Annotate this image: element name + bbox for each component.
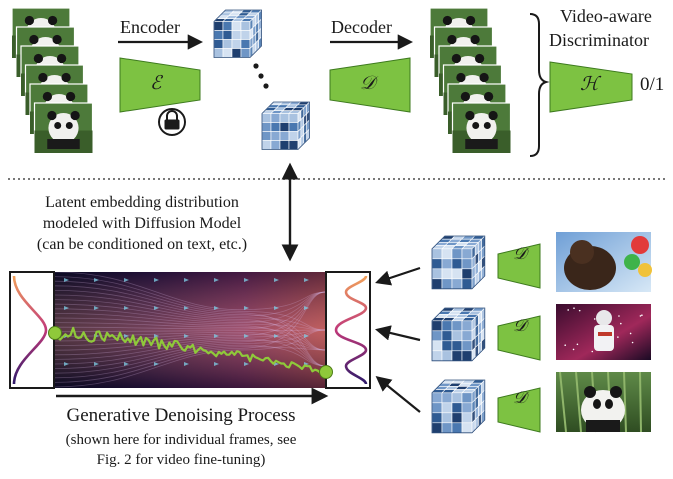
latent-text-line1: Latent embedding distribution bbox=[45, 194, 239, 211]
latent-cube-top-grid bbox=[213, 9, 263, 59]
sample-arrow-3 bbox=[375, 376, 421, 413]
sample-image-bear bbox=[556, 232, 652, 292]
sample-arrow-1 bbox=[375, 266, 421, 286]
encoder-symbol: ℰ bbox=[150, 73, 162, 94]
encoder-label: Encoder bbox=[120, 17, 180, 37]
decoder-label: Decoder bbox=[331, 17, 392, 37]
discriminator-block bbox=[549, 61, 633, 113]
latent-text-line2: modeled with Diffusion Model bbox=[42, 215, 242, 232]
sample-image-astronaut bbox=[556, 304, 651, 360]
decoder-symbol: 𝒟 bbox=[360, 73, 376, 94]
process-subtitle-line2: Fig. 2 for video fine-tuning) bbox=[96, 452, 266, 468]
trajectory-start-point bbox=[48, 326, 62, 340]
vertical-ellipsis-icon bbox=[253, 63, 269, 89]
data-distribution-panel bbox=[325, 271, 371, 389]
latent-cube-top bbox=[213, 9, 263, 59]
latent-cube-bottom-grid bbox=[261, 101, 311, 151]
sample-decoder-block-1 bbox=[497, 243, 541, 289]
process-title: Generative Denoising Process bbox=[66, 405, 296, 426]
noise-distribution-panel bbox=[9, 271, 55, 389]
sample-decoder-symbol-3: 𝒟 bbox=[513, 388, 527, 407]
sample-latent-cube-1 bbox=[431, 235, 486, 290]
sample-arrow-2 bbox=[375, 325, 421, 342]
sample-decoder-symbol-2: 𝒟 bbox=[513, 316, 527, 335]
decoded-samples bbox=[375, 232, 652, 434]
process-subtitle-line1: (shown here for individual frames, see bbox=[65, 432, 297, 448]
discriminator-output-label: 0/1 bbox=[640, 74, 665, 95]
sample-image-panda bbox=[556, 371, 651, 433]
sample-decoder-block-3 bbox=[497, 387, 541, 433]
encoder-block bbox=[119, 57, 201, 113]
sample-decoder-symbol-1: 𝒟 bbox=[513, 244, 527, 263]
decoder-block bbox=[329, 57, 411, 113]
input-frame-6 bbox=[33, 102, 94, 154]
reconstructed-video-frames bbox=[429, 7, 512, 154]
input-video-frames bbox=[11, 7, 94, 154]
discriminator-label-line1: Video-aware bbox=[560, 6, 652, 26]
denoising-trajectory bbox=[54, 326, 326, 375]
discriminator-label-line2: Discriminator bbox=[549, 30, 649, 50]
discriminator-brace bbox=[529, 13, 550, 157]
sample-latent-cube-3 bbox=[431, 379, 486, 434]
output-frame-6 bbox=[451, 102, 512, 154]
lock-icon bbox=[158, 108, 186, 136]
latent-cube-bottom bbox=[261, 101, 311, 151]
latent-text-line3: (can be conditioned on text, etc.) bbox=[36, 236, 248, 253]
discriminator-symbol: ℋ bbox=[580, 74, 599, 95]
sample-latent-cube-2 bbox=[431, 307, 486, 362]
sample-decoder-block-2 bbox=[497, 315, 541, 361]
trajectory-end-point bbox=[319, 365, 333, 379]
denoising-flow-field bbox=[54, 272, 326, 388]
